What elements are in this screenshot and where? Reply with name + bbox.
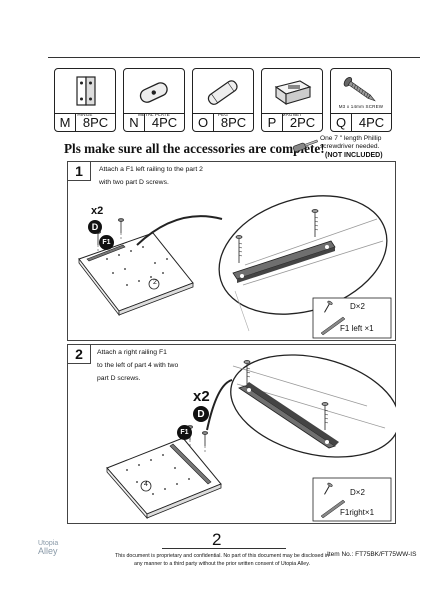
rail-f1-badge: F1 <box>177 425 192 440</box>
accessory-qty: 2PC <box>289 115 316 130</box>
accessory-name: MAGNET <box>281 112 303 117</box>
accessory-letter: N <box>124 114 145 131</box>
disclaimer-line: This document is proprietary and confide… <box>114 553 330 559</box>
rail-f1-badge: F1 <box>99 235 114 250</box>
step-2-text: Attach a right railing F1 to the left of… <box>97 346 178 385</box>
part-label: 4 <box>144 481 148 488</box>
peg-icon <box>207 80 238 105</box>
part-label: 2 <box>153 279 157 286</box>
step-text-line: to the left of part 4 with two <box>97 362 179 369</box>
zoom-detail <box>232 209 384 332</box>
item-number: Item No.: FT75BK/FT75WW-IS <box>327 551 417 558</box>
step-1-text: Attach a F1 left railing to the part 2 w… <box>99 163 203 189</box>
step-2-illustration <box>106 354 396 522</box>
accessory-qty: 8PC <box>220 115 247 130</box>
step-2-count-box <box>312 477 392 522</box>
step-text-line: Attach a right railing F1 <box>97 349 167 356</box>
count-rail: F1 left ×1 <box>340 324 374 333</box>
accessory-name: M3 x 14mm SCREW <box>338 104 384 109</box>
accessory-letter: Q <box>331 114 352 131</box>
footer-disclaimer: This document is proprietary and confide… <box>0 552 444 568</box>
accessory-peg: PEG O 8PC <box>192 68 254 132</box>
step-1-count-box <box>312 297 392 339</box>
step-1-panel <box>67 161 396 341</box>
screw-d-badge: D <box>193 406 209 422</box>
zoom-detail <box>232 360 386 449</box>
screwdriver-note: One 7 " length Phillip screwdriver neede… <box>320 135 382 150</box>
accessory-metal-plate: METAL PLATE N 4PC <box>123 68 185 132</box>
accessory-letter: M <box>55 114 76 131</box>
accessory-name: METAL PLATE <box>138 112 170 117</box>
count-screw: D×2 <box>350 488 365 497</box>
not-included-note: (NOT INCLUDED) <box>325 152 383 159</box>
screw-d-badge: D <box>88 220 102 234</box>
step-text-line: part D screws. <box>97 375 141 382</box>
accessory-screw: M3 x 14mm SCREW Q 4PC <box>330 68 392 132</box>
accessory-letter: O <box>193 114 214 131</box>
accessory-letter: P <box>262 114 283 131</box>
accessory-qty: 4PC <box>151 115 178 130</box>
screwdriver-icon <box>292 139 318 153</box>
panel-part-4 <box>106 437 222 520</box>
count-rail: F1right×1 <box>340 508 375 517</box>
step-2-multiplier: x2 <box>193 388 210 405</box>
accessory-name: HINGE <box>77 112 93 117</box>
step-text-line: Attach a F1 left railing to the part 2 <box>99 166 203 173</box>
step-number: 2 <box>67 344 91 364</box>
hinge-icon <box>76 76 96 106</box>
step-1-multiplier: x2 <box>91 205 104 217</box>
accessory-qty: 4PC <box>358 115 385 130</box>
logo-text: Utopia <box>38 540 59 547</box>
page-number: 2 <box>212 530 222 549</box>
step-number: 1 <box>67 161 91 181</box>
panel-part-2 <box>78 232 194 317</box>
accessory-qty: 8PC <box>82 115 109 130</box>
step-text-line: with two part D screws. <box>99 179 169 186</box>
accessory-name: PEG <box>217 112 229 117</box>
headline: Pls make sure all the accessories are co… <box>64 141 325 156</box>
accessory-magnet: MAGNET P 2PC <box>261 68 323 132</box>
footer-rule <box>162 548 286 549</box>
logo-text: Alley <box>38 546 58 556</box>
screw-icon <box>343 76 376 102</box>
utopia-alley-logo: Utopia Alley <box>38 540 58 556</box>
magnet-icon <box>274 80 312 106</box>
count-screw: D×2 <box>350 302 365 311</box>
step-1-illustration <box>78 195 392 339</box>
accessory-hinge: HINGE M 8PC <box>54 68 116 132</box>
metal-plate-icon <box>139 82 168 103</box>
disclaimer-line: any manner to a third party without the … <box>134 561 310 567</box>
top-rule <box>48 57 420 58</box>
